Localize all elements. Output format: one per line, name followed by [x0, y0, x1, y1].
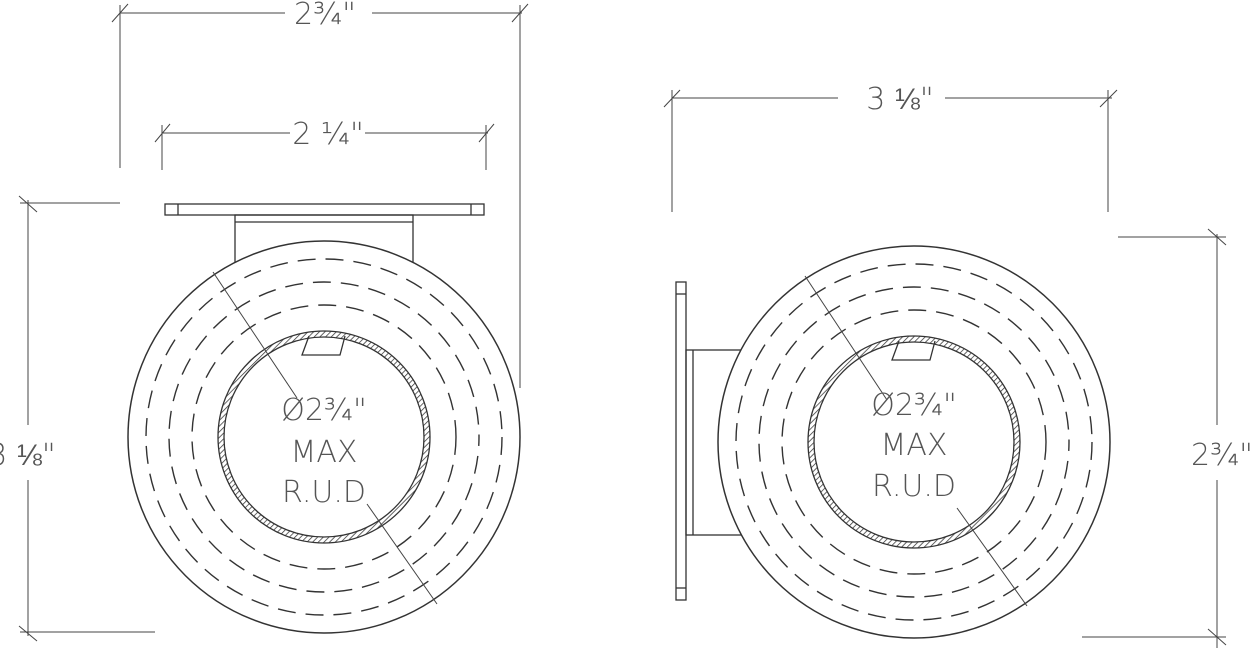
bore-max-label: MAX — [291, 435, 358, 470]
dimension-height: 2¾" — [1082, 228, 1250, 648]
bore-rud-label: R.U.D — [282, 475, 366, 510]
dim-plate-width-label: 2 ¼" — [292, 117, 364, 152]
dim-height-label: 2¾" — [1191, 438, 1250, 473]
right-view: 3 ⅛" 2¾" Ø2¾" — [663, 82, 1250, 648]
dimension-height: 3 ⅛" — [0, 195, 155, 642]
dimension-width: 3 ⅛" — [663, 82, 1118, 212]
bore-rud-label: R.U.D — [872, 469, 956, 504]
bore-diameter-label: Ø2¾" — [281, 393, 367, 428]
wheel: Ø2¾" MAX R.U.D — [717, 245, 1111, 639]
dim-overall-width-label: 2¾" — [294, 0, 356, 32]
left-view: 2¾" 2 ¼" 3 ⅛" — [0, 0, 529, 642]
dim-height-label: 3 ⅛" — [0, 438, 56, 473]
wheel: Ø2¾" MAX R.U.D — [127, 240, 521, 634]
dimension-overall-width: 2¾" — [111, 0, 529, 388]
dimension-plate-width: 2 ¼" — [154, 117, 495, 170]
bore-max-label: MAX — [881, 428, 948, 463]
bore-diameter-label: Ø2¾" — [871, 388, 957, 423]
dim-width-label: 3 ⅛" — [866, 82, 933, 117]
